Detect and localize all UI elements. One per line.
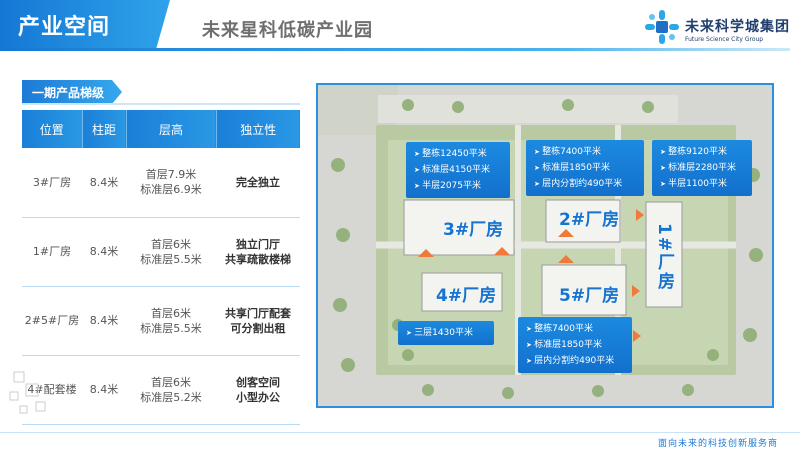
cell-position: 3#厂房 <box>22 148 82 218</box>
cell-independence: 创客空间小型办公 <box>216 355 300 425</box>
table-row: 3#厂房 8.4米 首层7.9米标准层6.9米 完全独立 <box>22 148 300 218</box>
header-height: 层高 <box>126 110 217 148</box>
cell-position: 2#5#厂房 <box>22 286 82 356</box>
building-2-label: 2#厂房 <box>559 210 620 230</box>
cell-span: 8.4米 <box>82 148 126 218</box>
cell-independence: 独立门厅共享疏散楼梯 <box>216 217 300 287</box>
height-line-1: 首层7.9米 <box>145 168 197 182</box>
cell-position: 1#厂房 <box>22 217 82 287</box>
header-position: 位置 <box>22 110 83 148</box>
page-title: 产业空间 <box>18 15 111 40</box>
info-box-building-5: 整栋7400平米 标准层1850平米 层内分割约490平米 <box>518 317 632 373</box>
ind-line-2: 小型办公 <box>236 390 280 404</box>
info-row: 标准层1850平米 <box>526 337 624 353</box>
height-line-1: 首层6米 <box>151 306 191 320</box>
section-tab: 一期产品梯级 <box>22 80 122 104</box>
cell-span: 8.4米 <box>82 355 126 425</box>
cell-independence: 完全独立 <box>216 148 300 218</box>
cell-independence: 共享门厅配套可分割出租 <box>216 286 300 356</box>
ind-line-1: 完全独立 <box>236 175 280 189</box>
info-row: 整栋7400平米 <box>526 321 624 337</box>
site-plan-map: 3#厂房 2#厂房 1#厂房 4#厂房 5#厂房 整栋12450平米 标准层41… <box>316 83 774 408</box>
info-box-building-4: 三层1430平米 <box>398 321 494 345</box>
info-box-building-3: 整栋12450平米 标准层4150平米 半层2075平米 <box>406 142 510 198</box>
section-label: 一期产品梯级 <box>32 86 105 100</box>
spec-table: 位置 柱距 层高 独立性 3#厂房 8.4米 首层7.9米标准层6.9米 完全独… <box>22 110 300 425</box>
cell-height: 首层6米标准层5.5米 <box>126 217 216 287</box>
height-line-2: 标准层6.9米 <box>140 183 202 197</box>
info-row: 标准层2280平米 <box>660 160 744 176</box>
height-line-1: 首层6米 <box>151 375 191 389</box>
info-row: 整栋9120平米 <box>660 144 744 160</box>
section-divider <box>22 103 300 105</box>
cell-height: 首层6米标准层5.5米 <box>126 286 216 356</box>
header-span: 柱距 <box>82 110 127 148</box>
cell-height: 首层7.9米标准层6.9米 <box>126 148 216 218</box>
page-subtitle: 未来星科低碳产业园 <box>202 20 373 41</box>
header-divider <box>0 48 790 51</box>
info-row: 半层1100平米 <box>660 176 744 192</box>
table-row: 4#配套楼 8.4米 首层6米标准层5.2米 创客空间小型办公 <box>22 355 300 425</box>
ind-line-1: 共享门厅配套 <box>225 306 291 320</box>
height-line-2: 标准层5.5米 <box>140 321 202 335</box>
cell-position: 4#配套楼 <box>22 355 82 425</box>
height-line-2: 标准层5.2米 <box>140 390 202 404</box>
info-box-building-1: 整栋9120平米 标准层2280平米 半层1100平米 <box>652 140 752 196</box>
company-logo: 未来科学城集团 Future Science City Group <box>643 8 793 48</box>
info-row: 整栋7400平米 <box>534 144 636 160</box>
info-row: 整栋12450平米 <box>414 146 502 162</box>
info-row: 层内分割约490平米 <box>534 176 636 192</box>
info-row: 半层2075平米 <box>414 178 502 194</box>
title-tab <box>0 0 170 48</box>
info-row: 三层1430平米 <box>406 325 486 341</box>
info-row: 层内分割约490平米 <box>526 353 624 369</box>
info-row: 标准层4150平米 <box>414 162 502 178</box>
height-line-2: 标准层5.5米 <box>140 252 202 266</box>
logo-mark-icon <box>645 10 679 44</box>
building-3-label: 3#厂房 <box>443 220 504 240</box>
building-5-label: 5#厂房 <box>559 286 620 306</box>
height-line-1: 首层6米 <box>151 237 191 251</box>
footer-slogan: 面向未来的科技创新服务商 <box>657 439 778 449</box>
logo-text-cn: 未来科学城集团 <box>685 19 790 35</box>
building-4-label: 4#厂房 <box>436 286 497 306</box>
footer-divider <box>0 432 800 433</box>
ind-line-1: 创客空间 <box>236 375 280 389</box>
ind-line-1: 独立门厅 <box>236 237 280 251</box>
info-row: 标准层1850平米 <box>534 160 636 176</box>
cell-span: 8.4米 <box>82 217 126 287</box>
table-row: 1#厂房 8.4米 首层6米标准层5.5米 独立门厅共享疏散楼梯 <box>22 217 300 287</box>
building-1-label: 1#厂房 <box>654 223 674 292</box>
table-row: 2#5#厂房 8.4米 首层6米标准层5.5米 共享门厅配套可分割出租 <box>22 286 300 356</box>
header-independence: 独立性 <box>216 110 300 148</box>
cell-span: 8.4米 <box>82 286 126 356</box>
ind-line-2: 可分割出租 <box>230 321 286 335</box>
info-box-building-2: 整栋7400平米 标准层1850平米 层内分割约490平米 <box>526 140 644 196</box>
table-header-row: 位置 柱距 层高 独立性 <box>22 110 300 148</box>
ind-line-2: 共享疏散楼梯 <box>225 252 291 266</box>
cell-height: 首层6米标准层5.2米 <box>126 355 216 425</box>
decorative-squares-icon <box>9 371 46 414</box>
logo-text-en: Future Science City Group <box>685 36 764 43</box>
